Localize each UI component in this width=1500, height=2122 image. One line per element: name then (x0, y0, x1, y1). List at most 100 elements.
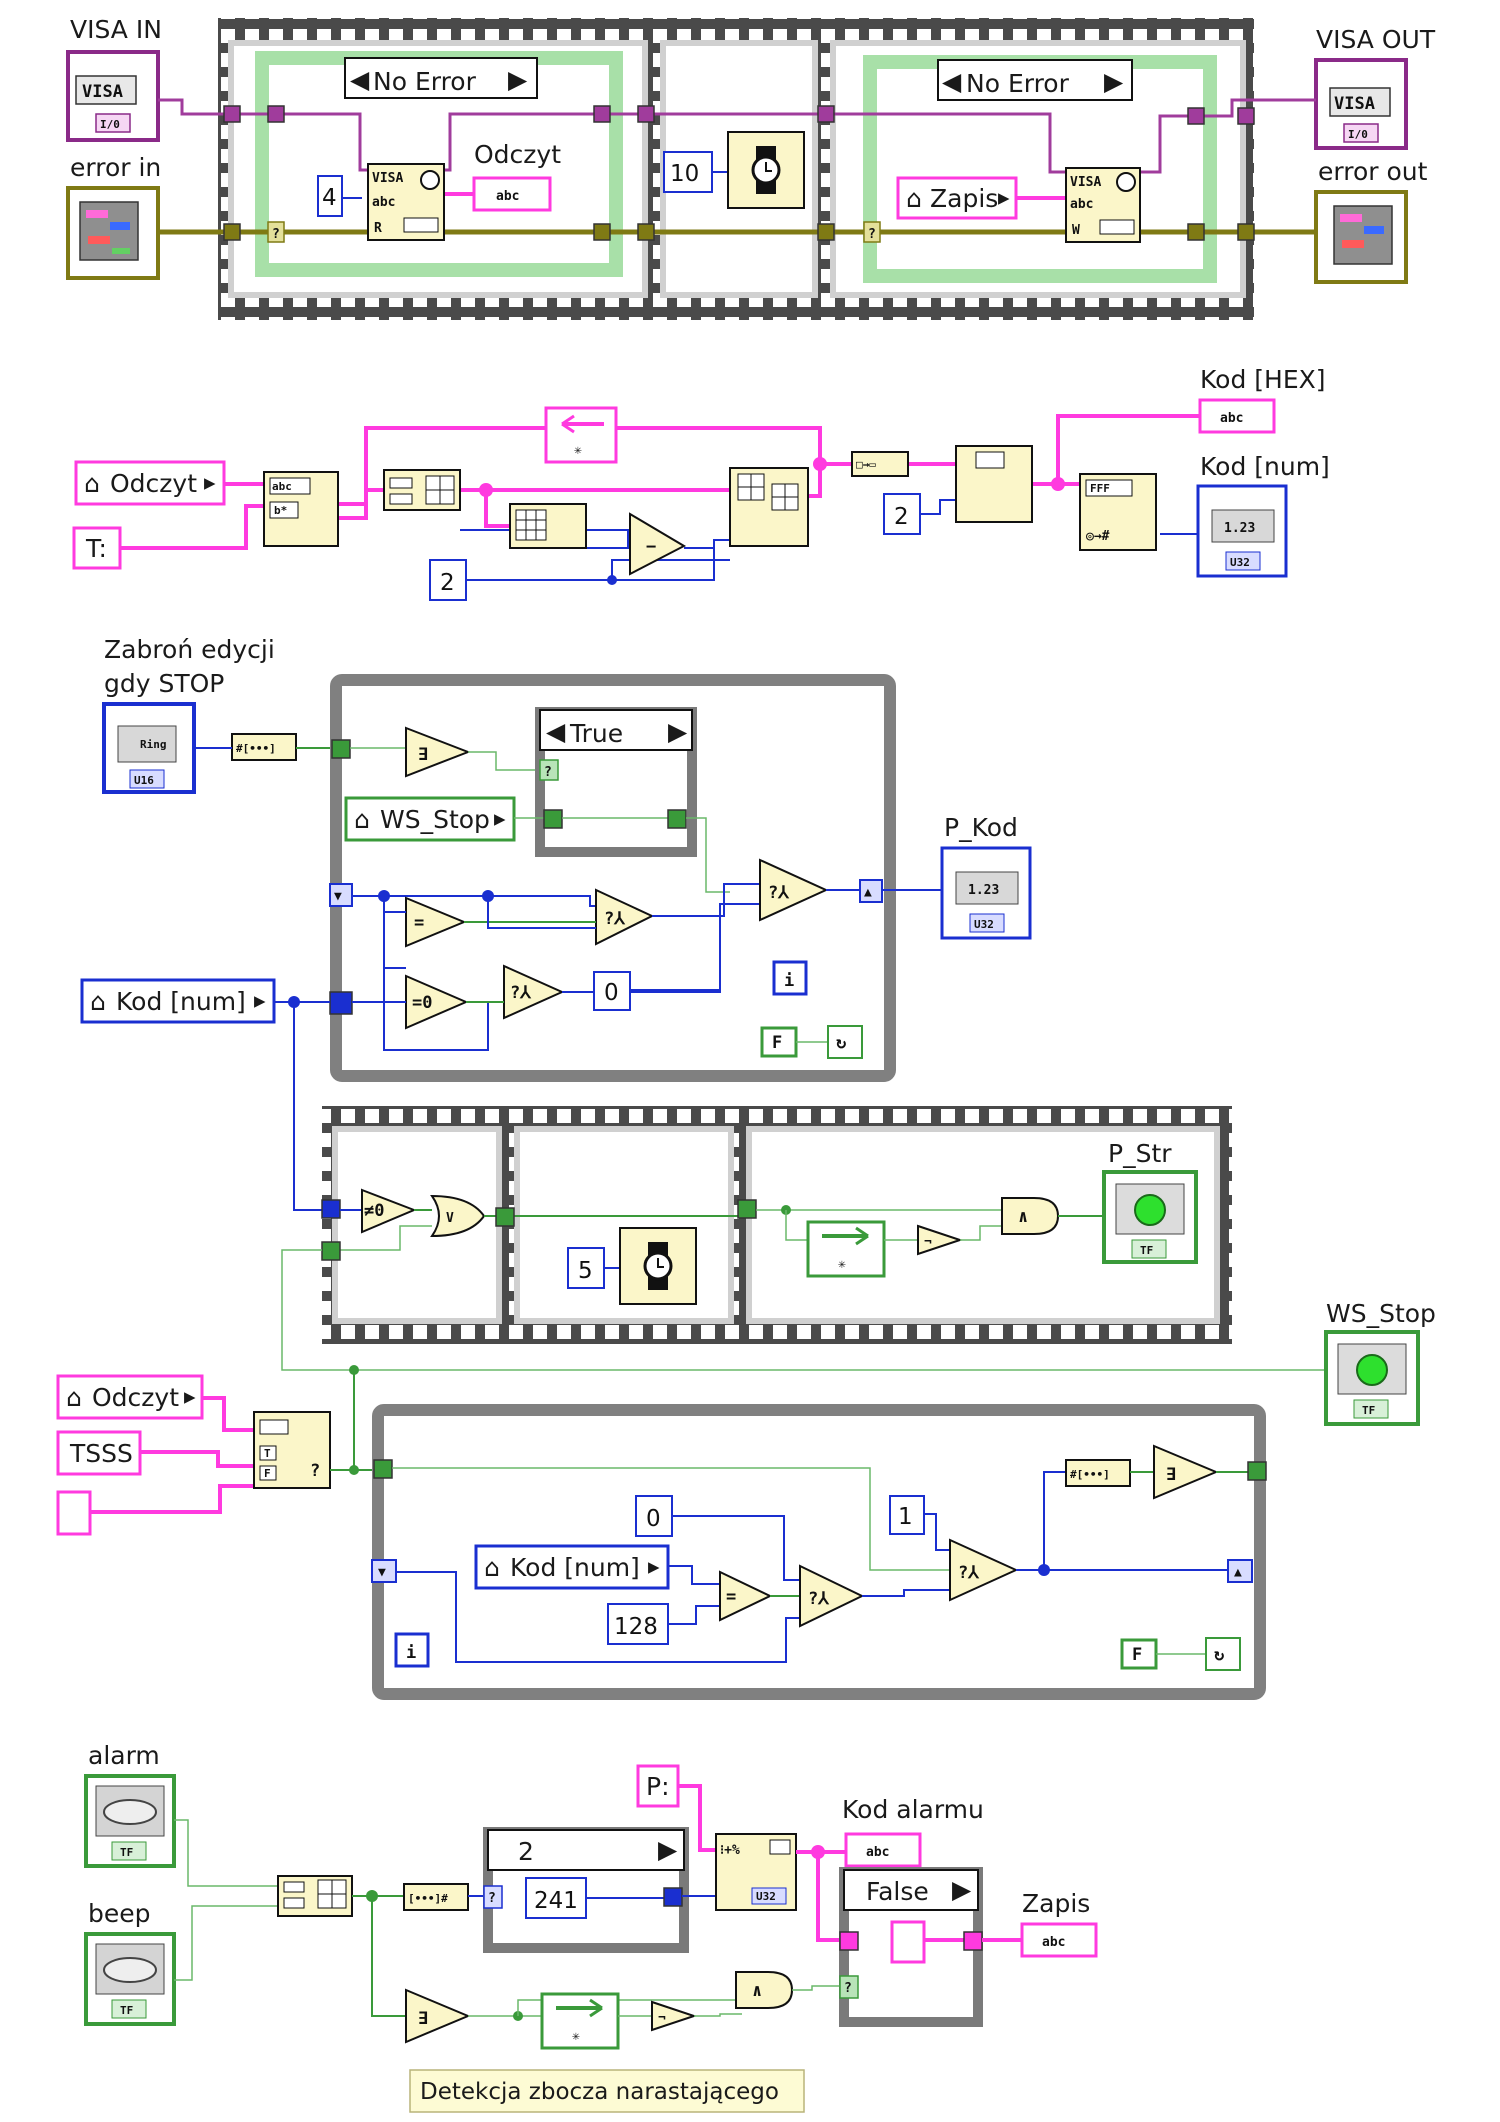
svg-text:F: F (772, 1033, 782, 1053)
svg-text:≠0: ≠0 (364, 1201, 384, 1221)
svg-text:✳: ✳ (838, 1257, 846, 1272)
section-visa-io: VISA IN VISA I/0 error in VISA OUT VISA … (66, 15, 1436, 320)
svg-text:FFF: FFF (1090, 482, 1110, 495)
svg-text:−: − (646, 537, 656, 557)
svg-text:?⅄: ?⅄ (510, 983, 532, 1003)
case2-selector-label[interactable]: No Error (966, 69, 1070, 98)
svg-text:⌂: ⌂ (354, 805, 370, 834)
visa-in-control[interactable]: VISA I/0 (66, 50, 160, 142)
kod-alarmu-label: Kod alarmu (842, 1795, 984, 1824)
odczyt-local-variable[interactable]: ⌂ Odczyt ▸ (74, 460, 226, 506)
const-241[interactable] (525, 1877, 587, 1919)
const-zero-loop1[interactable] (593, 971, 631, 1011)
to-bool-array-node-2: #[•••] (1065, 1459, 1131, 1487)
const-2-a[interactable] (429, 559, 467, 601)
svg-text:abc: abc (272, 480, 292, 493)
false-const-1[interactable] (760, 1026, 798, 1058)
svg-text:▶: ▶ (952, 1875, 972, 1904)
read-count-const[interactable] (317, 175, 343, 217)
svg-text:[•••]#: [•••]# (408, 1892, 448, 1905)
svg-text:abc: abc (1070, 197, 1093, 212)
empty-string-const-2[interactable] (890, 1920, 926, 1964)
kod-hex-label: Kod [HEX] (1200, 365, 1326, 394)
kod-num-indicator: 1.23 U32 (1196, 484, 1288, 578)
svg-text:⌂: ⌂ (906, 184, 922, 213)
svg-text:F: F (1132, 1645, 1142, 1665)
svg-text:U32: U32 (756, 1890, 776, 1903)
match-pattern-node: T F ? (253, 1411, 331, 1489)
svg-text:U32: U32 (974, 918, 994, 931)
svg-text:?⅄: ?⅄ (958, 1563, 980, 1583)
svg-text:∃: ∃ (418, 2009, 428, 2029)
svg-text:⌂: ⌂ (84, 469, 100, 498)
svg-text:∧: ∧ (1018, 1207, 1028, 1227)
svg-text:W: W (1072, 223, 1080, 238)
stop-condition-icon[interactable] (827, 1025, 863, 1059)
case5-selector-label[interactable]: False (866, 1877, 929, 1906)
ring-control[interactable]: Ring U16 (102, 702, 196, 794)
case-structure-3: ◀ True ▶ (535, 707, 697, 857)
section-hex-parse: ⌂ Odczyt ▸ T: abc b* ✳ (72, 365, 1330, 601)
case1-selector-label[interactable]: No Error (373, 67, 477, 96)
wait-ms-const[interactable] (663, 151, 713, 193)
p-kod-indicator: 1.23 U32 (940, 846, 1032, 940)
svg-text:5: 5 (578, 1258, 593, 1284)
or-node (430, 1194, 486, 1238)
svg-text:TF: TF (120, 2004, 133, 2017)
svg-text:∧: ∧ (752, 1981, 762, 2001)
svg-text:▸: ▸ (184, 1384, 196, 1410)
svg-text:VISA: VISA (372, 171, 403, 186)
case3-selector-label[interactable]: True (569, 719, 623, 748)
svg-text:?: ? (868, 227, 876, 242)
svg-text:▸: ▸ (648, 1554, 660, 1580)
svg-text:abc: abc (866, 1845, 889, 1860)
svg-text:i: i (406, 1643, 416, 1663)
svg-text:VISA: VISA (82, 82, 123, 102)
svg-text:▸: ▸ (254, 988, 266, 1014)
build-array-node (383, 469, 461, 511)
stop-condition-icon-2[interactable] (1205, 1637, 1241, 1671)
svg-text:U32: U32 (1230, 556, 1250, 569)
alarm-control[interactable]: TF (84, 1774, 176, 1868)
error-in-control[interactable] (66, 186, 160, 280)
svg-text:I/0: I/0 (1348, 128, 1368, 141)
svg-text:¬: ¬ (658, 2011, 666, 2026)
svg-text:∃: ∃ (1166, 1465, 1176, 1485)
beep-control[interactable]: TF (84, 1932, 176, 2026)
t-const[interactable] (72, 526, 122, 570)
svg-text:10: 10 (670, 161, 699, 187)
svg-text:2: 2 (894, 504, 909, 530)
odczyt-local-variable-2[interactable]: ⌂ Odczyt ▸ (56, 1374, 204, 1420)
false-const-2[interactable] (1120, 1638, 1158, 1670)
select-node-d (799, 1564, 865, 1628)
svg-text:✳: ✳ (572, 2029, 580, 2044)
const-2-b[interactable] (883, 493, 921, 535)
svg-text:∃: ∃ (418, 745, 428, 765)
zapis-label: Zapis (1022, 1889, 1090, 1918)
visa-out-label: VISA OUT (1316, 25, 1436, 54)
wait-node (727, 131, 805, 209)
empty-string-const[interactable] (56, 1490, 92, 1536)
svg-text:↻: ↻ (1214, 1645, 1224, 1665)
kod-num-local-variable[interactable]: ⌂ Kod [num] ▸ (80, 978, 276, 1024)
svg-text:?: ? (272, 227, 280, 242)
case4-selector-label[interactable]: 2 (518, 1837, 534, 1866)
svg-text:Odczyt: Odczyt (92, 1383, 179, 1412)
svg-text:4: 4 (322, 185, 337, 211)
visa-write-node: VISA abc W (1065, 167, 1141, 243)
kod-alarmu-indicator: abc (844, 1832, 922, 1868)
kod-num-local-variable-2[interactable]: ⌂ Kod [num] ▸ (474, 1544, 670, 1590)
zapis-local-variable[interactable]: ⌂ Zapis ▸ (896, 176, 1018, 220)
section-odczyt-check: ⌂ Odczyt ▸ TSSS T F ? ▼ 0 (56, 1370, 1267, 1700)
svg-text:✳: ✳ (574, 443, 582, 458)
p-const[interactable] (636, 1764, 680, 1808)
svg-text:T: T (264, 1447, 271, 1460)
string-subset-node (955, 445, 1033, 523)
svg-text:128: 128 (614, 1614, 658, 1640)
svg-text:Ring: Ring (140, 738, 167, 751)
svg-text:□→▭: □→▭ (856, 458, 876, 471)
svg-text:◎→#: ◎→# (1086, 529, 1110, 544)
index-array-bool-node-3 (405, 1988, 471, 2044)
scan-from-string-node: abc b* (263, 471, 339, 547)
ws-stop-local-variable[interactable]: ⌂ WS_Stop ▸ (344, 796, 516, 842)
